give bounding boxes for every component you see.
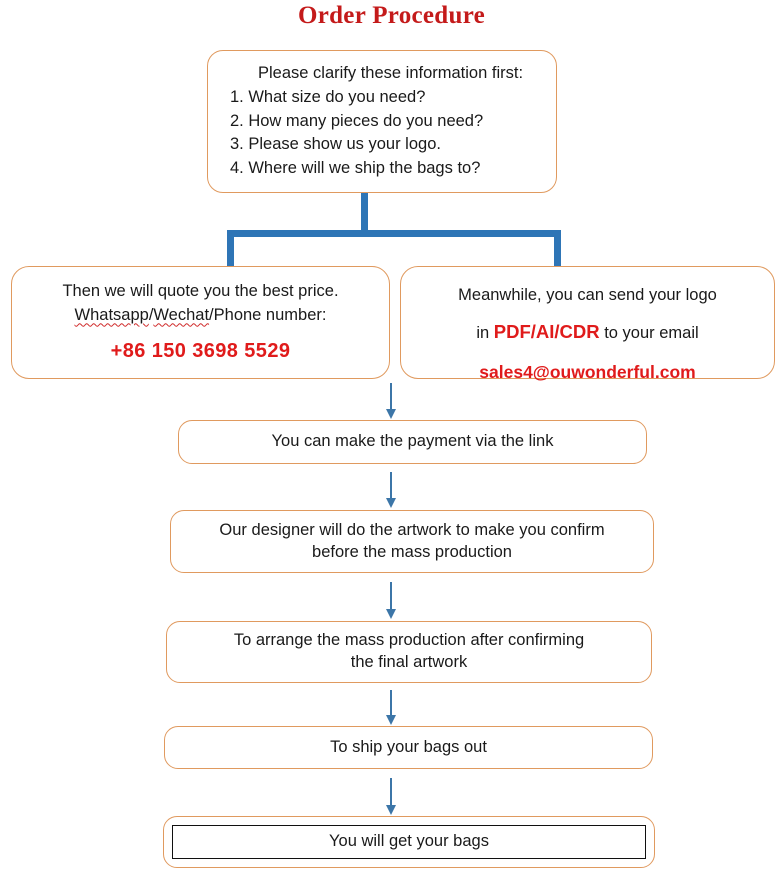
arrow-designer-to-massprod [384,582,398,620]
connector-split-right-drop [554,230,561,268]
box-receive-bags[interactable]: You will get your bags [163,816,655,868]
arrow-quote-to-payment [384,383,398,420]
file-formats: PDF/AI/CDR [493,320,600,342]
box-mass-production[interactable]: To arrange the mass production after con… [166,621,652,683]
email-address: sales4@ouwonderful.com [479,361,696,382]
box-send-logo-email[interactable]: Meanwhile, you can send your logo in PDF… [400,266,775,382]
clarify-item-2: 2. How many pieces do you need? [230,111,484,130]
arrow-ship-to-final [384,778,398,816]
phone-number: +86 150 3698 5529 [110,339,291,362]
page-title: Order Procedure [297,2,486,29]
box-quote-contact[interactable]: Then we will quote you the best price. W… [11,266,390,379]
quote-phone-label: /Phone number: [209,306,327,325]
designer-line-1: Our designer will do the artwork to make… [219,520,605,539]
final-text: You will get your bags [329,832,489,851]
logo-line-2-suffix: to your email [599,323,699,342]
quote-whatsapp: Whatsapp [74,306,149,325]
massprod-line-2: the final artwork [350,653,468,671]
connector-split-left-drop [227,230,234,268]
quote-line-1: Then we will quote you the best price. [62,281,339,300]
logo-line-2: in PDF/AI/CDR to your email [476,320,698,345]
logo-line-1: Meanwhile, you can send your logo [458,286,717,304]
payment-text: You can make the payment via the link [271,432,554,451]
clarify-item-1: 1. What size do you need? [230,87,426,106]
clarify-item-3: 3. Please show us your logo. [230,135,441,154]
box-clarify-information[interactable]: Please clarify these information first: … [207,50,557,193]
clarify-item-4: 4. Where will we ship the bags to? [230,159,481,178]
massprod-line-1: To arrange the mass production after con… [233,631,585,650]
arrow-payment-to-designer [384,472,398,509]
logo-line-2-prefix: in [476,323,494,342]
designer-line-2: before the mass production [312,542,512,561]
box-payment-link[interactable]: You can make the payment via the link [178,420,647,464]
quote-line-2: Whatsapp/Wechat/Phone number: [75,305,327,327]
box-designer-artwork[interactable]: Our designer will do the artwork to make… [170,510,654,573]
connector-split-stem [361,193,368,233]
arrow-massprod-to-ship [384,690,398,726]
quote-sep-1: / [148,306,154,325]
connector-split-bar [227,230,561,237]
quote-wechat: Wechat [153,306,210,325]
clarify-heading: Please clarify these information first: [258,63,524,82]
box-ship-bags[interactable]: To ship your bags out [164,726,653,769]
ship-text: To ship your bags out [330,737,487,756]
selection-outline [172,825,646,859]
